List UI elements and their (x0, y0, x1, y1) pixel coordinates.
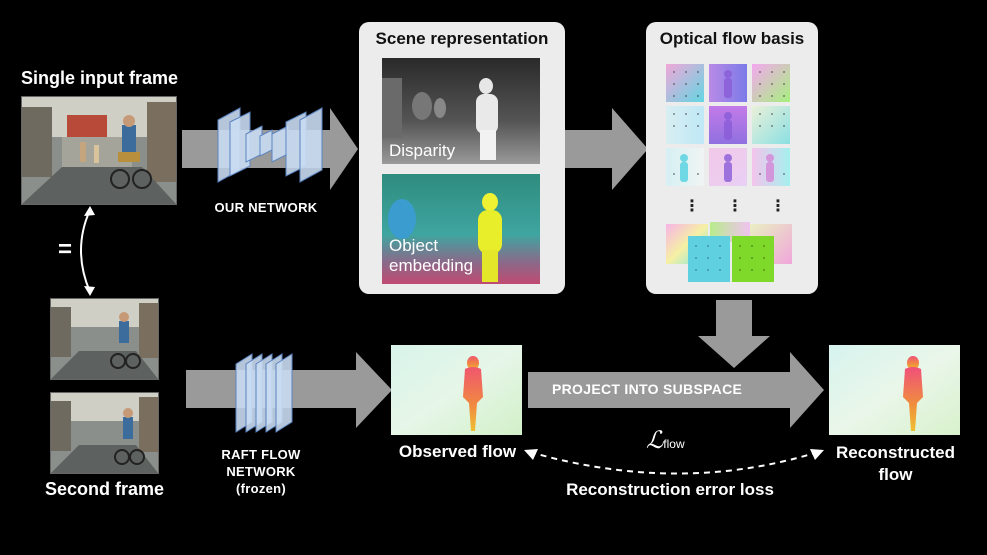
second-frame-image (50, 392, 159, 474)
object-embedding-label: Object embedding (389, 236, 473, 276)
arrow-scene-to-basis (562, 108, 648, 190)
reconstruction-loss-label: Reconstruction error loss (566, 480, 774, 499)
disparity-image (382, 58, 540, 164)
our-network-diagram (217, 107, 323, 183)
frame-equivalence-curve (80, 209, 91, 293)
network-layer (229, 111, 251, 177)
basis-stack-tile-cyan (688, 236, 730, 282)
basis-tile (666, 106, 704, 144)
equals-symbol: = (58, 236, 73, 263)
raft-network-label: RAFT FLOW NETWORK (frozen) (206, 446, 316, 497)
embedding-label-line2: embedding (389, 256, 474, 275)
loss-symbol: ℒflow (646, 426, 685, 454)
single-input-frame-image (21, 96, 177, 205)
loss-symbol-L: ℒ (646, 426, 664, 454)
optical-flow-basis-panel: Optical flow basis (646, 22, 818, 294)
arrow-project-subspace (528, 352, 824, 428)
raft-label-line2: NETWORK (226, 464, 296, 479)
second-frame-label: Second frame (44, 479, 165, 499)
optical-flow-basis-title: Optical flow basis (659, 29, 805, 48)
reconstructed-flow-image (829, 345, 960, 435)
raft-label-line1: RAFT FLOW (221, 447, 301, 462)
project-into-subspace-label: PROJECT INTO SUBSPACE (552, 381, 743, 397)
basis-stack-tile-green (732, 236, 774, 282)
raft-layer (275, 353, 293, 433)
scene-representation-panel: Scene representation Disparity (359, 22, 565, 294)
reconstructed-flow-label: Reconstructed flow (818, 442, 973, 486)
basis-tile (752, 106, 790, 144)
basis-grid (666, 64, 790, 186)
object-embedding-image (382, 174, 540, 284)
raft-label-line3: (frozen) (235, 481, 287, 496)
loss-symbol-subscript: flow (663, 437, 685, 451)
our-network-label: OUR NETWORK (214, 200, 318, 215)
reconstructed-label-line1: Reconstructed (835, 443, 956, 462)
observed-flow-image (391, 345, 522, 435)
network-layer (299, 107, 323, 183)
curve-arrowhead-bottom (84, 286, 95, 296)
raft-network-diagram (235, 353, 293, 433)
observed-flow-label: Observed flow (398, 442, 517, 461)
loss-dashed-curve (529, 451, 819, 475)
basis-dots-3: ⋮ (770, 198, 786, 215)
basis-dots-1: ⋮ (684, 198, 700, 215)
basis-dots-2: ⋮ (727, 198, 743, 215)
reconstructed-label-line2: flow (878, 465, 913, 484)
arrow-basis-down (698, 300, 770, 368)
basis-stack (666, 222, 792, 282)
disparity-label: Disparity (389, 141, 456, 160)
scene-representation-title: Scene representation (375, 29, 549, 48)
loss-arrowhead-left (524, 449, 538, 460)
first-frame-small-image (50, 298, 159, 380)
loss-arrowhead-right (810, 449, 824, 460)
curve-arrowhead-top (84, 206, 95, 216)
single-input-frame-label: Single input frame (20, 68, 179, 88)
embedding-label-line1: Object (389, 236, 439, 255)
